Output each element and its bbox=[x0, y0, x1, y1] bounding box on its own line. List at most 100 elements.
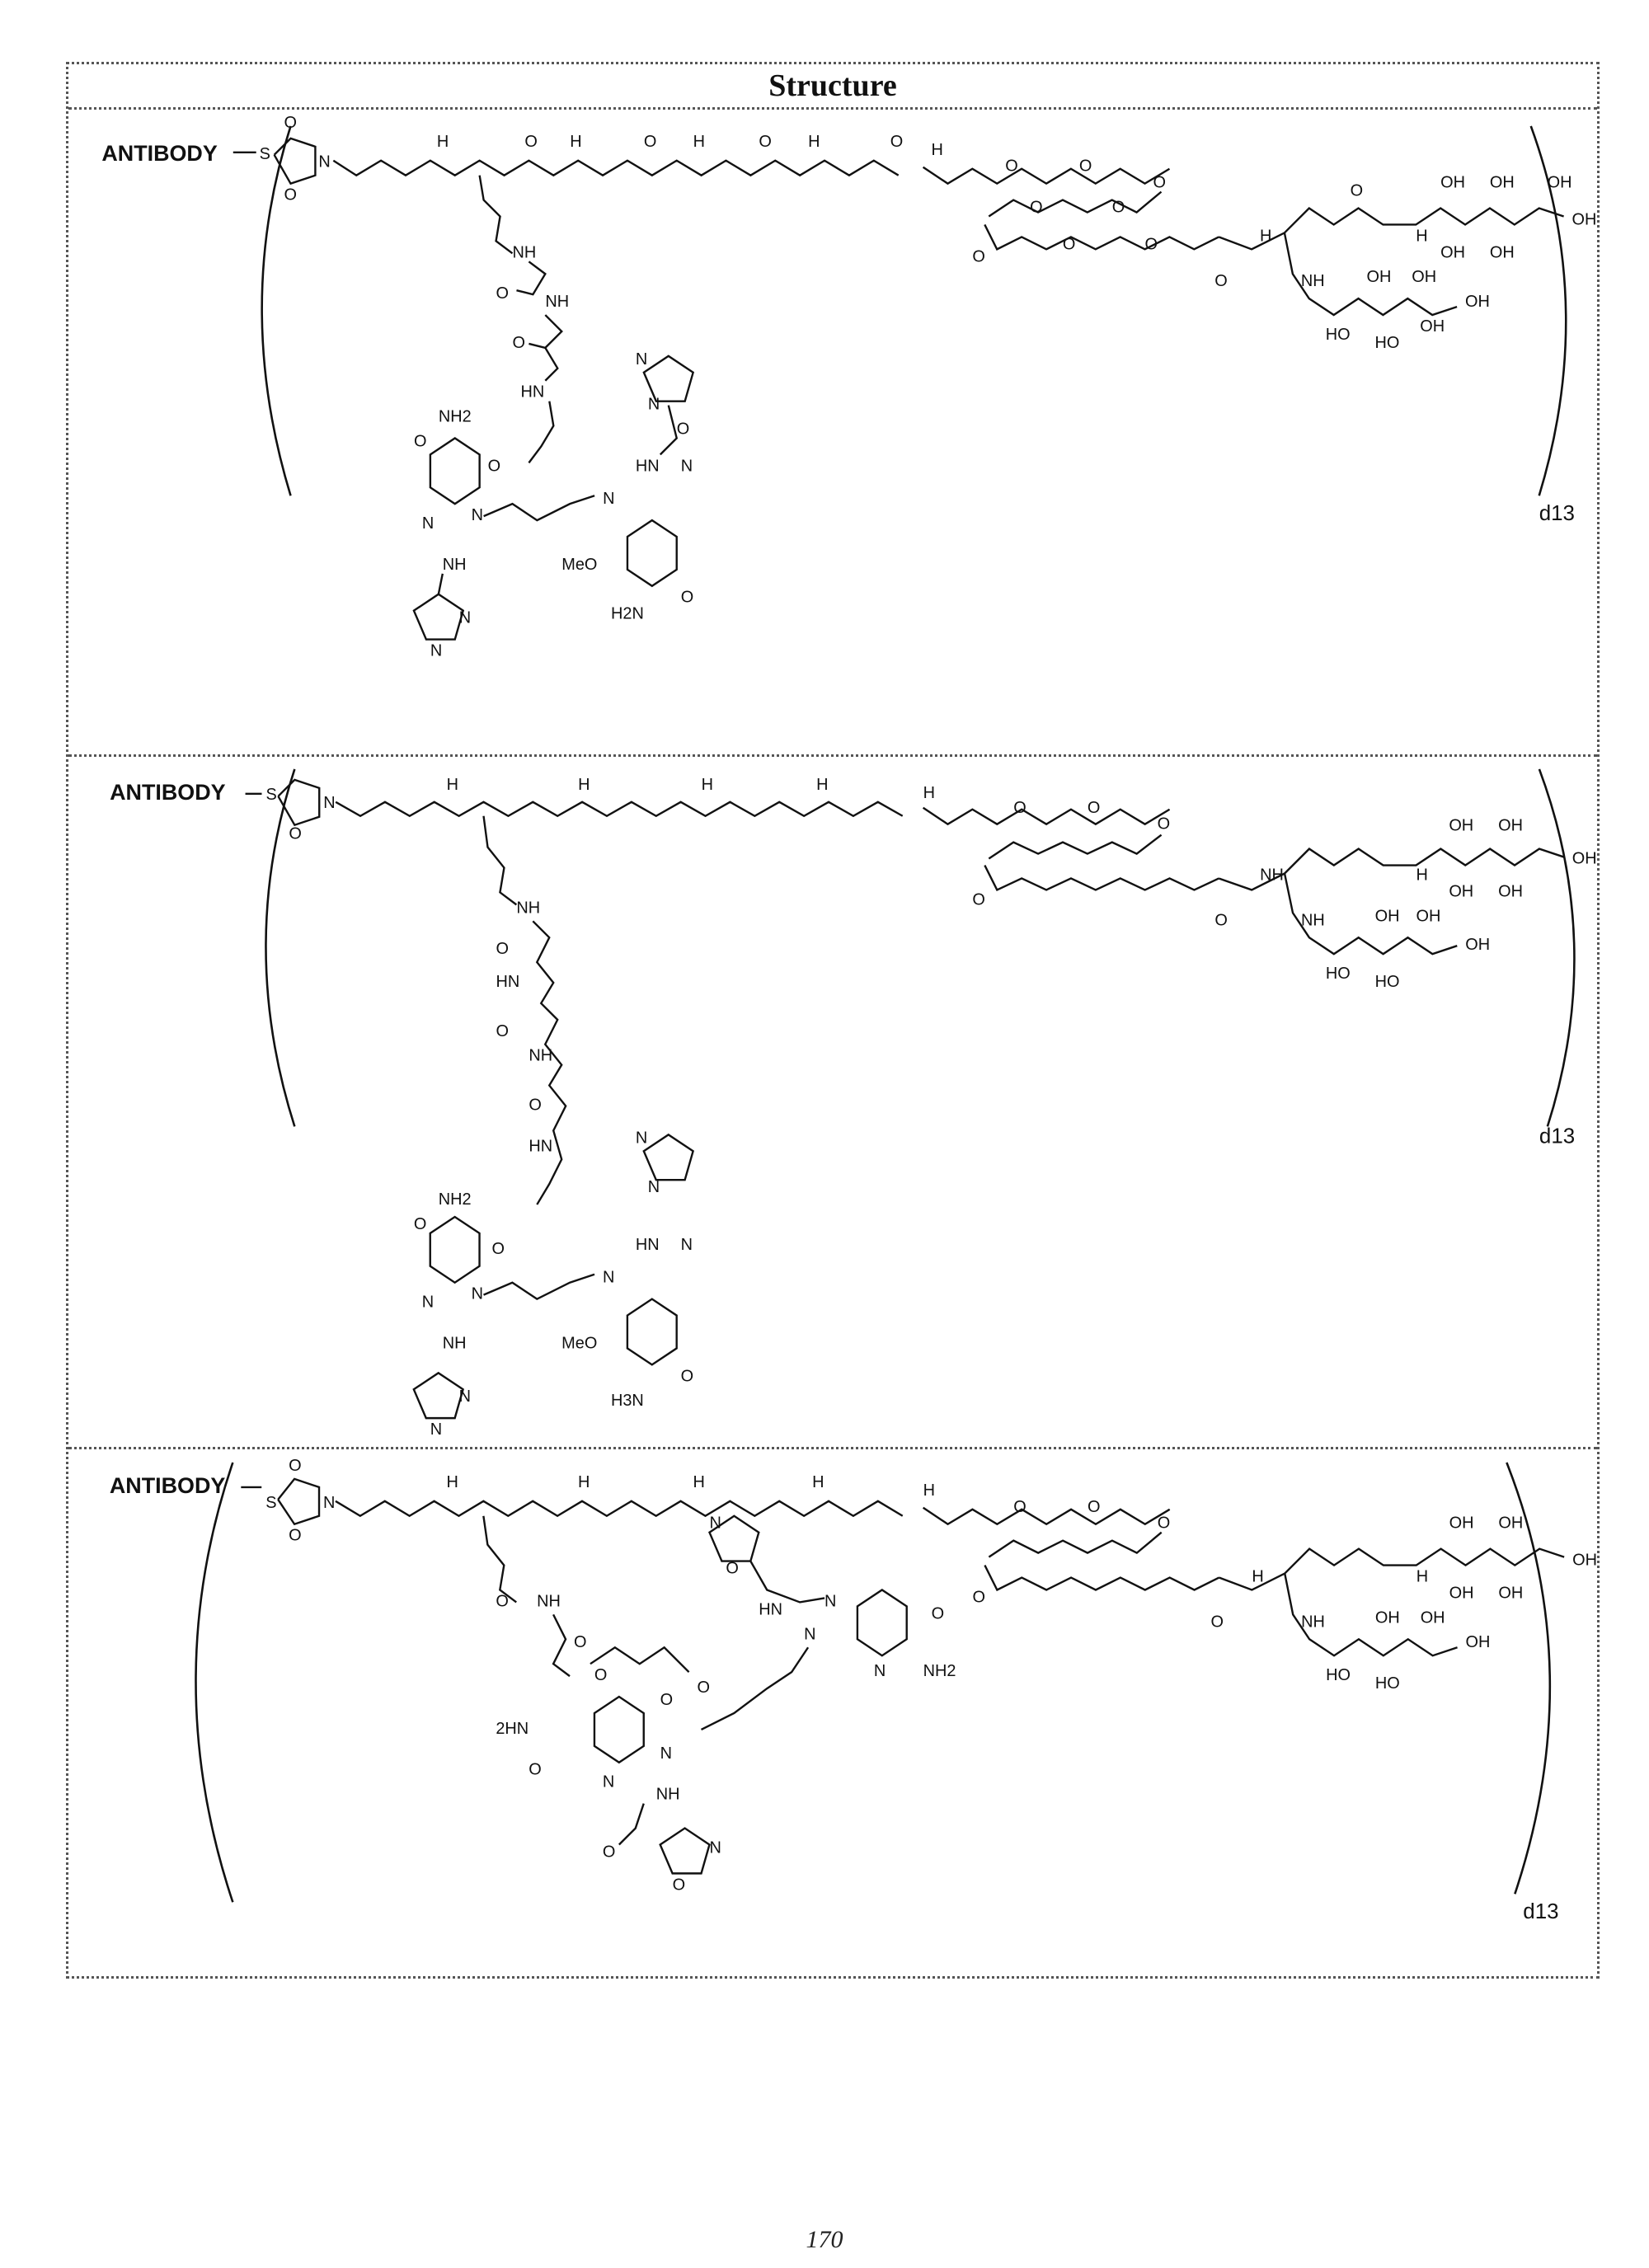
svg-text:OH: OH bbox=[1440, 174, 1465, 192]
svg-text:H: H bbox=[437, 133, 449, 151]
svg-text:N: N bbox=[681, 1236, 693, 1254]
svg-text:O: O bbox=[1351, 182, 1363, 200]
svg-text:HO: HO bbox=[1374, 334, 1399, 352]
svg-text:N: N bbox=[422, 514, 434, 533]
structure-row-3: ANTIBODY S N O O H H H H H O O O O O H H… bbox=[68, 1449, 1597, 1976]
svg-text:H: H bbox=[447, 776, 458, 794]
svg-text:NH: NH bbox=[1301, 911, 1325, 929]
svg-text:OH: OH bbox=[1498, 882, 1523, 900]
svg-text:HO: HO bbox=[1326, 326, 1351, 344]
svg-text:O: O bbox=[574, 1633, 587, 1651]
svg-text:O: O bbox=[972, 890, 984, 909]
svg-text:H: H bbox=[808, 133, 820, 151]
svg-text:MeO: MeO bbox=[561, 1334, 597, 1352]
svg-text:OH: OH bbox=[1412, 268, 1436, 286]
subscript-label: d13 bbox=[1523, 1900, 1558, 1923]
svg-text:H: H bbox=[693, 133, 705, 151]
svg-text:OH: OH bbox=[1572, 850, 1597, 868]
svg-text:HN: HN bbox=[496, 973, 519, 991]
svg-text:H: H bbox=[932, 141, 943, 159]
svg-text:H: H bbox=[570, 133, 581, 151]
page-number: 170 bbox=[0, 2226, 1649, 2254]
svg-text:O: O bbox=[1211, 1613, 1224, 1631]
svg-text:NH: NH bbox=[656, 1786, 680, 1804]
svg-text:O: O bbox=[673, 1876, 686, 1894]
svg-text:O: O bbox=[289, 825, 301, 843]
left-parenthesis bbox=[196, 1463, 233, 1902]
svg-text:O: O bbox=[1013, 1498, 1027, 1516]
svg-text:NH: NH bbox=[443, 1334, 467, 1352]
svg-text:N: N bbox=[603, 1269, 614, 1287]
structure-row-2: ANTIBODY S N O H H H H H O O O O O NH H … bbox=[68, 757, 1597, 1449]
svg-text:OH: OH bbox=[1449, 1584, 1474, 1602]
left-parenthesis bbox=[262, 126, 291, 495]
svg-text:O: O bbox=[414, 432, 426, 450]
svg-text:O: O bbox=[972, 247, 984, 265]
antibody-label: ANTIBODY bbox=[110, 780, 225, 805]
svg-text:OH: OH bbox=[1375, 1608, 1400, 1627]
svg-text:O: O bbox=[1013, 799, 1026, 817]
svg-text:O: O bbox=[524, 133, 537, 151]
svg-text:H: H bbox=[578, 1473, 590, 1491]
svg-text:O: O bbox=[677, 420, 689, 438]
svg-text:H: H bbox=[447, 1473, 458, 1491]
svg-text:N: N bbox=[603, 490, 614, 508]
svg-text:O: O bbox=[289, 1527, 302, 1545]
antibody-label: ANTIBODY bbox=[101, 141, 217, 166]
svg-text:OH: OH bbox=[1466, 1633, 1491, 1651]
svg-text:N: N bbox=[636, 350, 647, 369]
chemical-structure-2: ANTIBODY S N O H H H H H O O O O O NH H … bbox=[68, 757, 1597, 1447]
svg-text:N: N bbox=[472, 506, 483, 524]
svg-text:OH: OH bbox=[1465, 293, 1490, 311]
svg-text:O: O bbox=[660, 1691, 674, 1709]
svg-text:H: H bbox=[1416, 227, 1427, 245]
svg-text:S: S bbox=[260, 145, 270, 163]
svg-text:OH: OH bbox=[1498, 1514, 1523, 1533]
subscript-label: d13 bbox=[1539, 502, 1575, 525]
svg-text:N: N bbox=[709, 1514, 721, 1533]
svg-text:OH: OH bbox=[1498, 817, 1523, 835]
svg-text:N: N bbox=[459, 1388, 471, 1406]
table-header: Structure bbox=[68, 64, 1597, 110]
svg-text:N: N bbox=[603, 1773, 614, 1791]
svg-text:O: O bbox=[1005, 157, 1017, 176]
svg-text:NH: NH bbox=[1301, 272, 1325, 290]
structure-row-1: ANTIBODY S N O O H O H O H O H O H O O O bbox=[68, 110, 1597, 757]
svg-text:N: N bbox=[323, 1494, 335, 1512]
svg-text:NH2: NH2 bbox=[439, 1190, 472, 1209]
svg-text:NH: NH bbox=[537, 1592, 561, 1610]
svg-text:OH: OH bbox=[1421, 1608, 1445, 1627]
svg-text:HN: HN bbox=[636, 457, 660, 475]
svg-text:HO: HO bbox=[1375, 1674, 1400, 1693]
left-parenthesis bbox=[265, 769, 294, 1126]
svg-text:O: O bbox=[726, 1560, 739, 1578]
svg-text:N: N bbox=[459, 609, 471, 627]
svg-text:NH: NH bbox=[545, 293, 569, 311]
svg-text:H2N: H2N bbox=[611, 605, 644, 623]
svg-text:OH: OH bbox=[1449, 882, 1473, 900]
svg-text:HO: HO bbox=[1326, 965, 1351, 983]
subscript-label: d13 bbox=[1539, 1125, 1575, 1148]
svg-text:H3N: H3N bbox=[611, 1392, 644, 1410]
svg-text:H: H bbox=[923, 1481, 935, 1500]
svg-text:HO: HO bbox=[1375, 973, 1400, 991]
svg-text:O: O bbox=[932, 1604, 945, 1622]
svg-text:O: O bbox=[1145, 235, 1158, 253]
svg-text:O: O bbox=[972, 1588, 985, 1606]
svg-text:O: O bbox=[414, 1215, 426, 1233]
svg-text:NH: NH bbox=[512, 243, 536, 261]
svg-text:N: N bbox=[323, 794, 335, 812]
svg-text:NH: NH bbox=[443, 556, 467, 574]
svg-text:H: H bbox=[578, 776, 590, 794]
svg-text:N: N bbox=[636, 1129, 647, 1147]
svg-text:OH: OH bbox=[1490, 174, 1515, 192]
svg-text:HN: HN bbox=[520, 383, 544, 401]
svg-text:OH: OH bbox=[1440, 243, 1465, 261]
svg-text:O: O bbox=[698, 1679, 711, 1697]
svg-text:N: N bbox=[804, 1625, 815, 1643]
svg-text:H: H bbox=[816, 776, 828, 794]
svg-text:NH2: NH2 bbox=[439, 408, 472, 426]
svg-text:MeO: MeO bbox=[561, 556, 597, 574]
svg-text:O: O bbox=[594, 1666, 608, 1684]
svg-text:O: O bbox=[284, 186, 297, 204]
